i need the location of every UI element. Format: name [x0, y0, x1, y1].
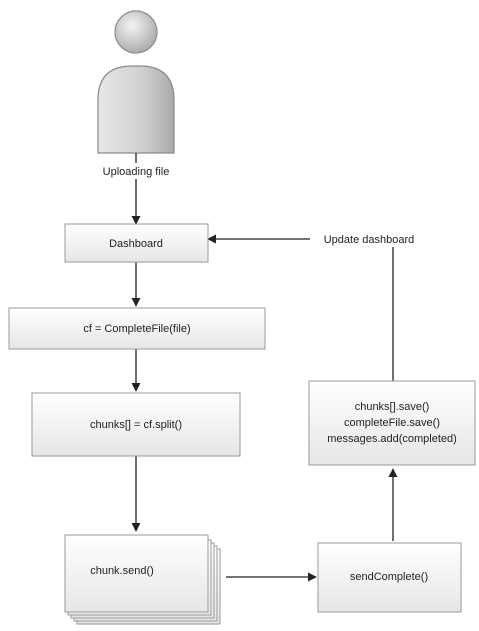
split-box: chunks[] = cf.split() [31, 392, 241, 457]
sendcomplete-label: sendComplete() [350, 571, 428, 583]
save-line-3: messages.add(completed) [327, 433, 457, 445]
completefile-box: cf = CompleteFile(file) [8, 307, 266, 350]
send-box-stack: chunk.send() [64, 534, 221, 625]
sendcomplete-box: sendComplete() [317, 542, 462, 613]
edge-label-bg [90, 163, 182, 179]
split-label: chunks[] = cf.split() [90, 419, 182, 431]
uploading-file-label: Uploading file [103, 166, 170, 178]
send-label: chunk.send() [90, 565, 154, 577]
edge-label-bg [310, 231, 428, 247]
completefile-label: cf = CompleteFile(file) [83, 323, 190, 335]
save-line-1: chunks[].save() [355, 401, 430, 413]
save-box: chunks[].save() completeFile.save() mess… [308, 380, 476, 466]
save-line-2: completeFile.save() [344, 417, 440, 429]
connectors [131, 153, 398, 582]
update-dashboard-label: Update dashboard [324, 234, 415, 246]
user-icon [97, 10, 175, 154]
dashboard-label: Dashboard [109, 238, 163, 250]
dashboard-box: Dashboard [64, 223, 209, 263]
